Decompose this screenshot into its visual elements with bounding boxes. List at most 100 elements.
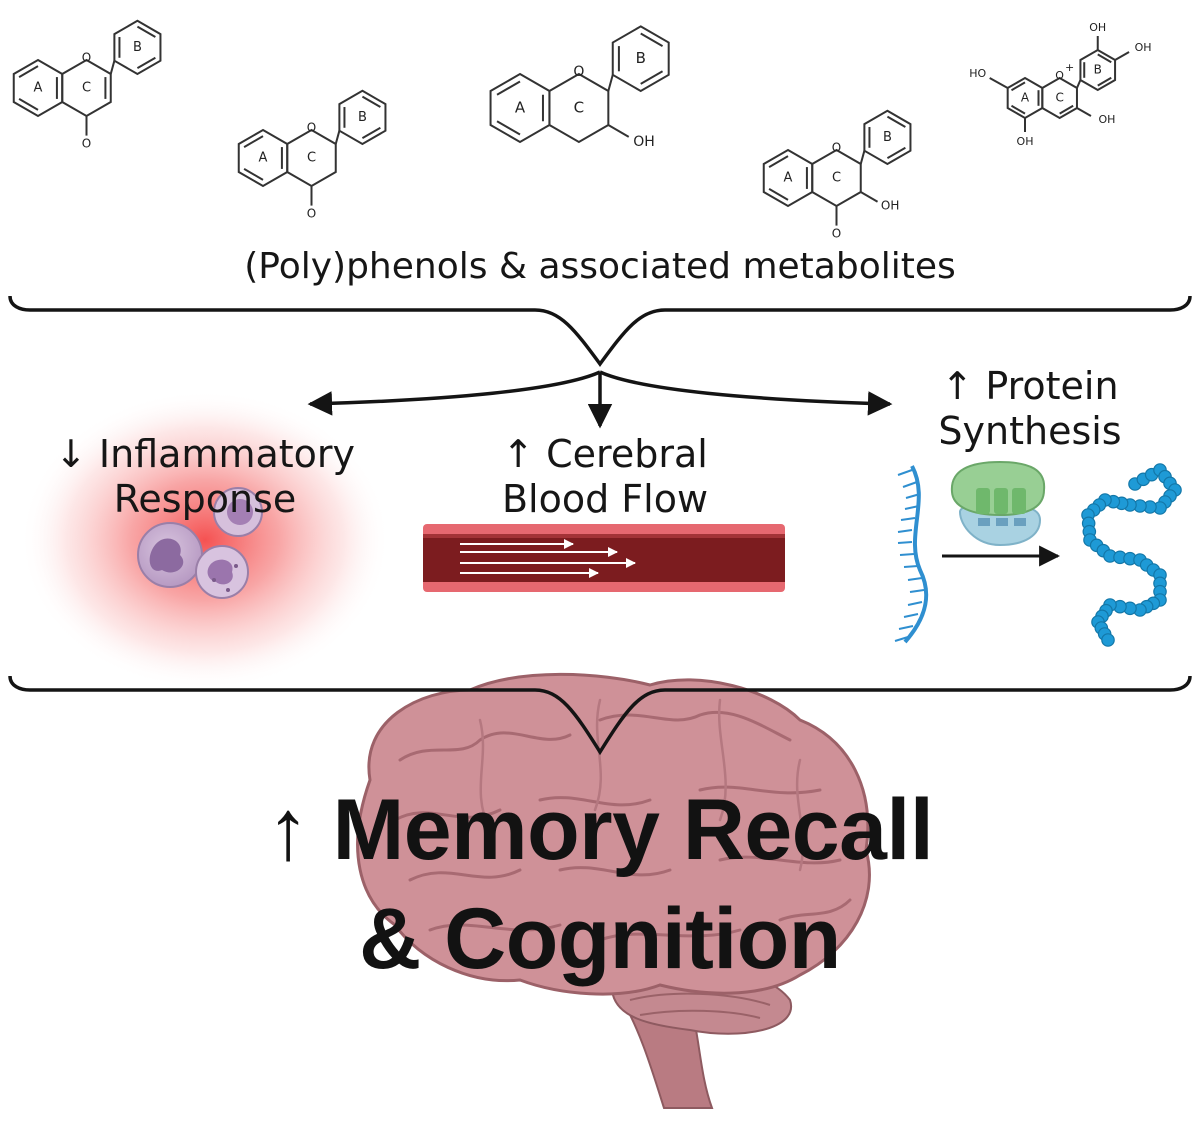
- double-bond: [18, 65, 39, 78]
- up-arrow-icon: ↑: [941, 364, 974, 408]
- ring-c-letter: C: [307, 151, 316, 166]
- inflammatory-line2: Response: [113, 476, 297, 521]
- hydroxyl-7: HO: [969, 67, 986, 80]
- double-bond: [496, 80, 521, 96]
- memory-recall-text: Memory Recall: [332, 782, 934, 878]
- ring-a-letter: A: [1021, 91, 1030, 105]
- hydroxyl-3: OH: [1098, 113, 1115, 126]
- cerebral-blood-flow-label: ↑ Cerebral Blood Flow: [445, 432, 765, 522]
- monocyte-cell: [195, 545, 249, 599]
- double-bond: [18, 98, 39, 111]
- neutrophil-cell: [137, 522, 203, 588]
- ring-oxygen: O: [307, 121, 316, 135]
- double-bond: [361, 95, 381, 108]
- mrna-bases: [894, 469, 925, 642]
- double-bond: [361, 126, 381, 140]
- ring-c-letter: C: [574, 99, 584, 117]
- protein-line1: ↑ Protein: [900, 364, 1160, 409]
- double-bond: [136, 56, 156, 70]
- blood-flow-line1: ↑ Cerebral: [445, 432, 765, 477]
- outcome-line1: ↑ Memory Recall: [150, 776, 1050, 885]
- ring-c-letter: C: [1055, 91, 1063, 105]
- double-bond: [768, 155, 789, 168]
- top-brace: [8, 295, 1192, 367]
- ring-b: [863, 109, 912, 166]
- protein-bead: [1101, 633, 1115, 647]
- down-arrow-icon: ↓: [54, 432, 87, 476]
- keto-oxygen: O: [307, 207, 316, 221]
- hydroxyl-5: OH: [1017, 135, 1034, 148]
- double-bond: [243, 168, 264, 181]
- ring-b: [611, 25, 670, 93]
- double-bond: [243, 135, 264, 148]
- outcome-label: ↑ Memory Recall & Cognition: [150, 776, 1050, 994]
- keto-oxygen: O: [832, 227, 841, 241]
- bottom-brace: [8, 675, 1192, 756]
- ring-b-letter: B: [133, 40, 142, 55]
- protein-word: Protein: [985, 364, 1119, 408]
- bond: [1114, 51, 1130, 61]
- double-bond: [1097, 76, 1112, 87]
- branch-arrows: [307, 370, 893, 429]
- keto-oxygen: O: [82, 137, 91, 151]
- protein-synthesis-illustration: [894, 460, 1182, 647]
- bond-to-ring-b: [607, 74, 614, 92]
- ring-b: [113, 19, 162, 76]
- brain-illustration: [356, 672, 871, 1109]
- double-bond: [1010, 104, 1026, 115]
- double-bond: [768, 188, 789, 201]
- bond-to-ring-b: [859, 150, 866, 165]
- protein-synthesis-label: ↑ Protein Synthesis: [900, 364, 1160, 454]
- ring-a-letter: A: [515, 99, 526, 117]
- hydroxyl-4-prime: OH: [1135, 41, 1152, 54]
- ring-oxygen: O: [82, 51, 91, 65]
- lymphocyte-cell: [213, 487, 263, 537]
- inflammatory-word: Inflammatory: [98, 432, 356, 476]
- double-bond: [1010, 81, 1026, 92]
- ring-a-letter: A: [34, 81, 43, 96]
- ring-oxygen: O: [1055, 69, 1064, 82]
- inflammatory-line1: ↓ Inflammatory: [30, 432, 380, 477]
- outcome-line2: & Cognition: [359, 891, 841, 988]
- ring-b-letter: B: [1094, 63, 1102, 77]
- mrna-strand: [903, 465, 929, 644]
- double-bond: [886, 115, 906, 128]
- bond: [1076, 107, 1092, 117]
- double-bond: [1059, 104, 1074, 115]
- hydroxyl: OH: [881, 199, 899, 213]
- hydroxyl: OH: [633, 134, 655, 150]
- flavone-structure: O B A C O: [12, 19, 162, 151]
- inflammation-illustration: [20, 390, 390, 690]
- bond-to-ring-b: [334, 130, 341, 145]
- up-arrow-icon: ↑: [502, 432, 535, 476]
- double-bond: [496, 120, 521, 136]
- ring-oxygen: O: [832, 141, 841, 155]
- ring-c-letter: C: [832, 171, 841, 186]
- ring-b-letter: B: [636, 49, 646, 67]
- double-bond: [640, 32, 664, 47]
- double-bond: [886, 146, 906, 160]
- double-bond: [136, 25, 156, 38]
- bond-to-ring-b: [109, 60, 116, 75]
- positive-charge: +: [1065, 61, 1074, 74]
- protein-chain: [1081, 463, 1182, 647]
- up-arrow-icon: ↑: [266, 782, 310, 878]
- protein-line2: Synthesis: [938, 408, 1122, 453]
- polyphenols-heading-text: (Poly)phenols & associated metabolites: [244, 246, 956, 287]
- hydroxyl-bond: [607, 124, 630, 138]
- double-bond: [1097, 53, 1112, 64]
- ribosome: [950, 460, 1046, 547]
- bond: [989, 77, 1009, 89]
- hydroxyl-bond: [860, 191, 879, 203]
- ring-c-letter: C: [82, 81, 91, 96]
- ring-b-letter: B: [883, 130, 892, 145]
- bond-to-ring-b: [1076, 79, 1082, 89]
- ring-b-letter: B: [358, 110, 367, 125]
- cerebral-word: Cerebral: [546, 432, 708, 476]
- polyphenols-heading: (Poly)phenols & associated metabolites: [0, 246, 1200, 288]
- double-bond: [640, 70, 664, 85]
